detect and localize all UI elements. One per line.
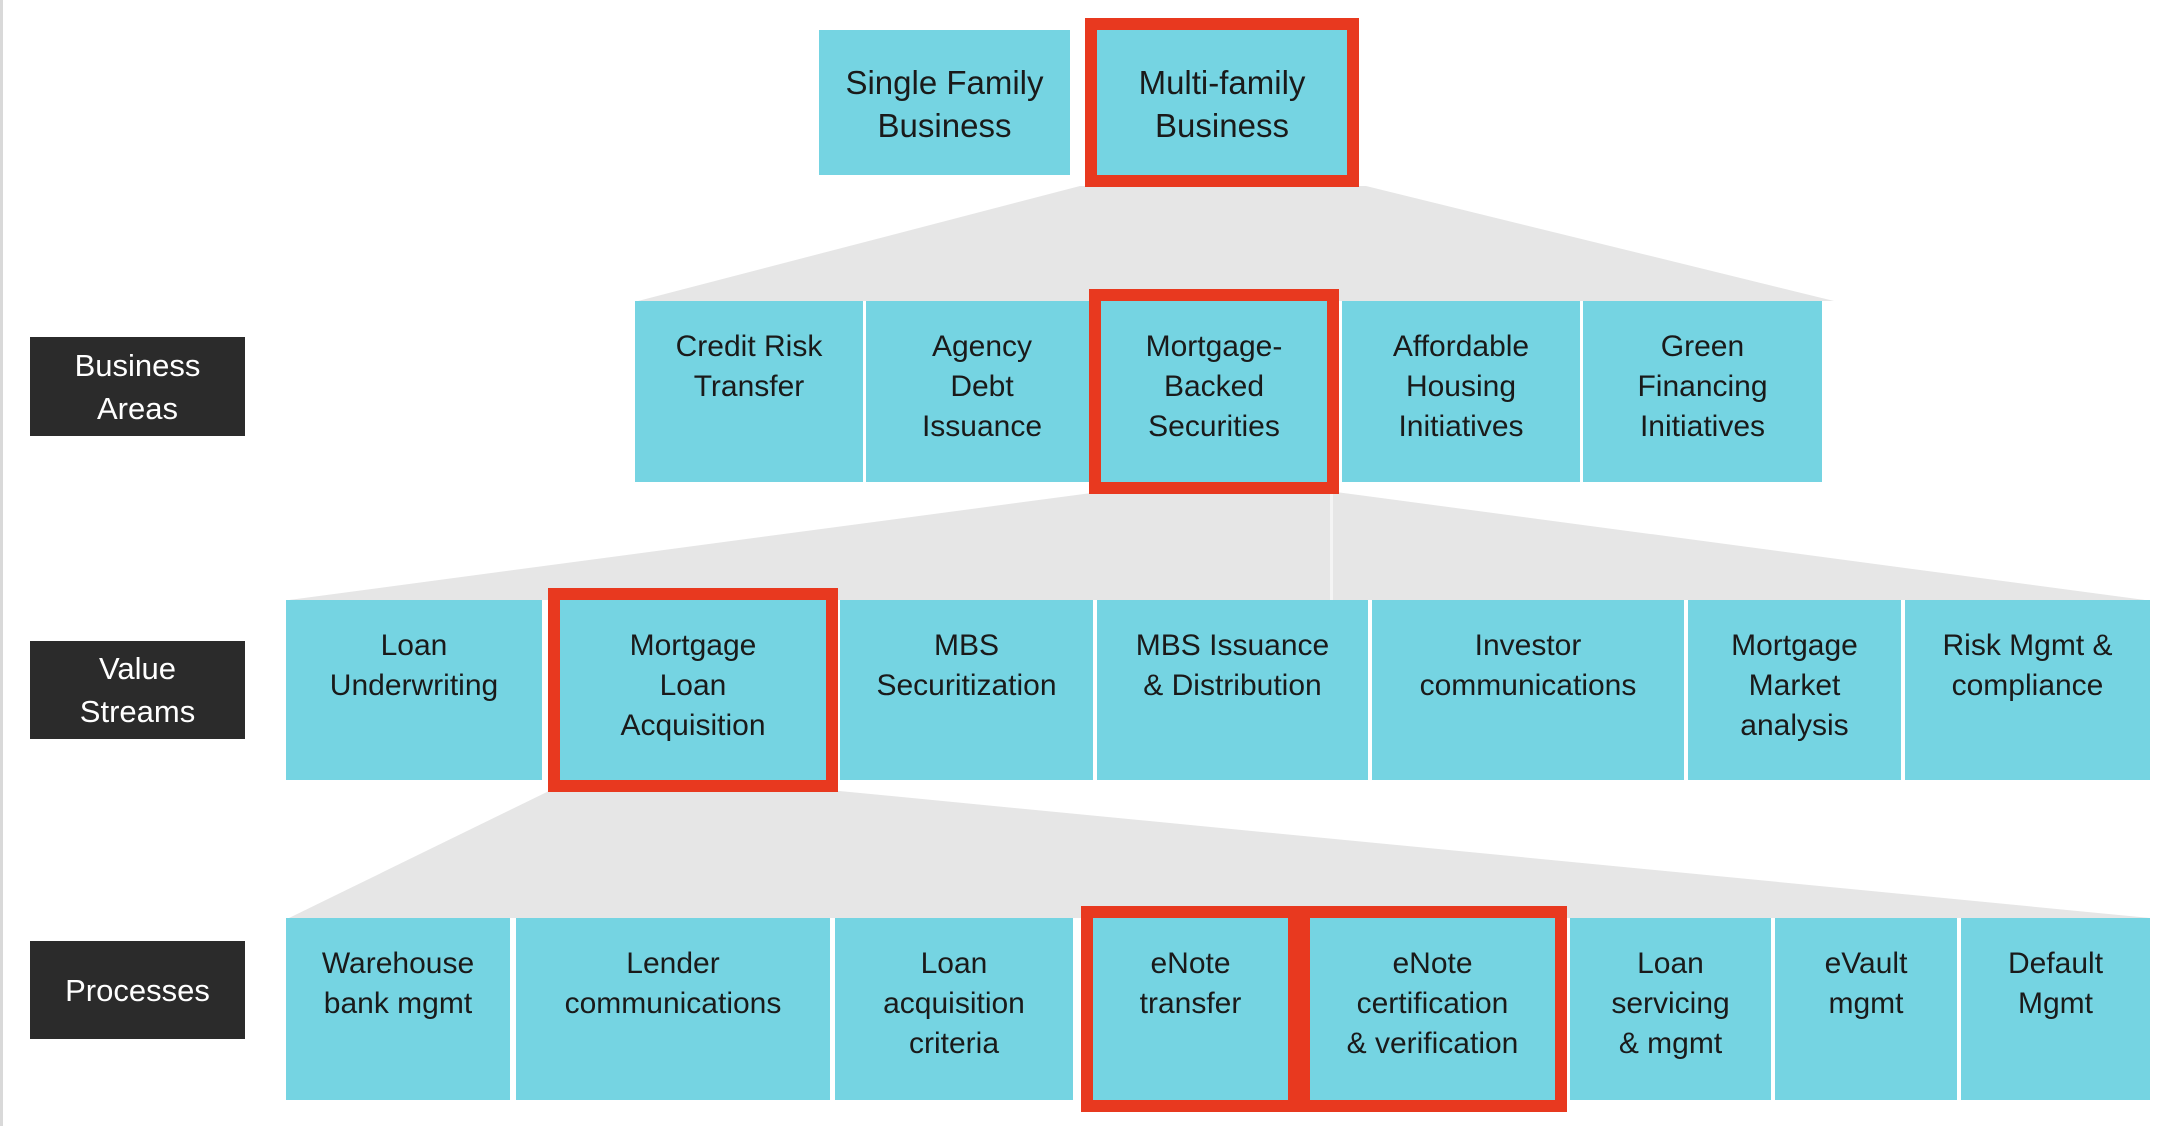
box-label: Mortgage Loan Acquisition <box>620 629 766 742</box>
box-label: Default Mgmt <box>2007 947 2104 1020</box>
level-label-processes: Processes <box>30 941 245 1039</box>
box-label: MBS Issuance & Distribution <box>1135 629 1330 702</box>
box-evault-mgmt: eVault mgmt <box>1775 918 1957 1100</box>
box-label: Multi-family Business <box>1138 64 1306 144</box>
connector-mbs-to-value-streams <box>289 492 2145 600</box>
box-label: Mortgage- Backed Securities <box>1145 330 1283 443</box>
box-label: Credit Risk Transfer <box>675 330 823 403</box>
box-label: Investor communications <box>1419 629 1637 702</box>
box-warehouse-bank-mgmt: Warehouse bank mgmt <box>286 918 510 1100</box>
connector-seam <box>1330 492 1334 600</box>
slide-left-edge <box>0 0 3 1126</box>
box-mortgage-backed-securities: Mortgage- Backed Securities <box>1089 289 1339 494</box>
box-label: Agency Debt Issuance <box>921 330 1043 443</box>
box-label: MBS Securitization <box>876 629 1057 702</box>
box-green-financing-initiatives: Green Financing Initiatives <box>1583 301 1822 482</box>
box-label: Loan servicing & mgmt <box>1611 947 1730 1060</box>
box-label: Mortgage Market analysis <box>1731 629 1858 742</box>
level-label-business-areas: Business Areas <box>30 337 245 436</box>
box-mbs-issuance-distribution: MBS Issuance & Distribution <box>1097 600 1368 780</box>
box-label: eNote transfer <box>1139 947 1242 1020</box>
box-lender-communications: Lender communications <box>516 918 830 1100</box>
box-label: Affordable Housing Initiatives <box>1392 330 1530 443</box>
box-mortgage-loan-acquisition: Mortgage Loan Acquisition <box>548 588 838 792</box>
box-agency-debt-issuance: Agency Debt Issuance <box>866 301 1098 482</box>
box-enote-transfer: eNote transfer <box>1081 906 1300 1112</box>
box-default-mgmt: Default Mgmt <box>1961 918 2150 1100</box>
box-label: Risk Mgmt & compliance <box>1942 629 2113 702</box>
box-credit-risk-transfer: Credit Risk Transfer <box>635 301 863 482</box>
box-label: eNote certification & verification <box>1346 947 1519 1060</box>
box-risk-mgmt-compliance: Risk Mgmt & compliance <box>1905 600 2150 780</box>
box-label: Single Family Business <box>845 64 1044 144</box>
box-loan-servicing-mgmt: Loan servicing & mgmt <box>1570 918 1771 1100</box>
box-label: Lender communications <box>564 947 782 1020</box>
box-loan-acquisition-criteria: Loan acquisition criteria <box>835 918 1073 1100</box>
box-investor-communications: Investor communications <box>1372 600 1684 780</box>
connector-mortgage-loan-acquisition-to-processes <box>289 790 2150 918</box>
level-label-value-streams: Value Streams <box>30 641 245 739</box>
box-label: Loan Underwriting <box>329 629 499 702</box>
box-label: Green Financing Initiatives <box>1637 330 1768 443</box>
box-loan-underwriting: Loan Underwriting <box>286 600 542 780</box>
box-enote-certification-verification: eNote certification & verification <box>1298 906 1567 1112</box>
box-mbs-securitization: MBS Securitization <box>840 600 1093 780</box>
box-label: eVault mgmt <box>1824 947 1908 1020</box>
box-multi-family-business: Multi-family Business <box>1085 18 1359 187</box>
box-label: Warehouse bank mgmt <box>321 947 475 1020</box>
box-mortgage-market-analysis: Mortgage Market analysis <box>1688 600 1901 780</box>
box-label: Loan acquisition criteria <box>883 947 1025 1060</box>
box-affordable-housing-initiatives: Affordable Housing Initiatives <box>1342 301 1580 482</box>
connector-multi-family-to-business-areas <box>638 186 1834 301</box>
box-single-family-business: Single Family Business <box>819 30 1070 175</box>
